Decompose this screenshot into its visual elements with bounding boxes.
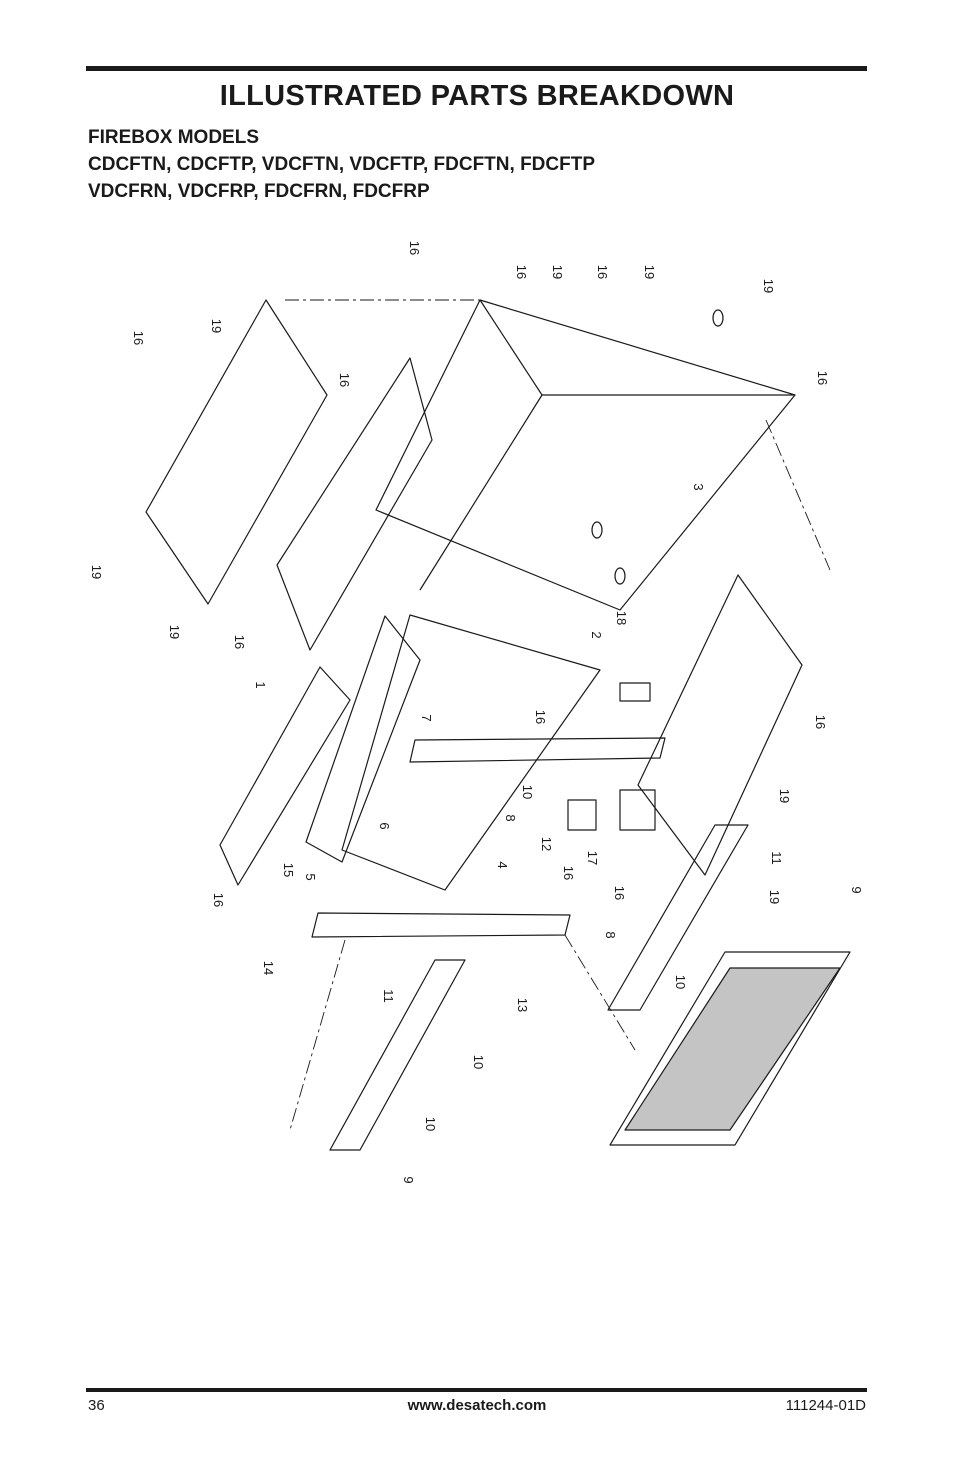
part-back-box-hole	[712, 309, 724, 327]
callout-label: 13	[515, 998, 530, 1012]
callout-label: 16	[131, 331, 146, 345]
website-link[interactable]: www.desatech.com	[407, 1397, 547, 1414]
callout-label: 16	[514, 265, 529, 279]
callout-group: 16 19 16 19 16 19 19 16 16 19 16 3 19 16…	[89, 241, 864, 1184]
subtitle-line: CDCFTN, CDCFTP, VDCFTN, VDCFTP, FDCFTN, …	[88, 154, 595, 175]
part-left-side-panel	[145, 299, 328, 605]
callout-label: 16	[612, 886, 627, 900]
callout-label: 19	[550, 265, 565, 279]
part-lower-panel	[341, 614, 601, 891]
part-glass	[624, 967, 841, 1131]
part-back-box-hole	[614, 567, 626, 585]
assembly-line	[564, 934, 636, 1051]
model-list: FIREBOX MODELS CDCFTN, CDCFTP, VDCFTN, V…	[88, 124, 595, 205]
part-strip-right	[607, 824, 749, 1011]
callout-label: 1	[253, 681, 268, 688]
part-back-box-edge	[479, 299, 543, 396]
callout-label: 16	[232, 635, 247, 649]
callout-label: 6	[377, 822, 392, 829]
part-top-baffle	[276, 357, 433, 651]
callout-label: 8	[603, 931, 618, 938]
callout-label: 10	[423, 1117, 438, 1131]
page-title: ILLUSTRATED PARTS BREAKDOWN	[219, 80, 735, 112]
callout-label: 2	[589, 631, 604, 638]
callout-label: 4	[495, 861, 510, 868]
callout-label: 19	[761, 279, 776, 293]
callout-label: 16	[407, 241, 422, 255]
callout-label: 8	[503, 814, 518, 821]
callout-label: 9	[849, 886, 864, 893]
page-number: 36	[88, 1397, 105, 1414]
callout-label: 19	[167, 625, 182, 639]
callout-label: 11	[381, 989, 396, 1003]
callout-label: 16	[533, 710, 548, 724]
callout-label: 5	[303, 873, 318, 880]
callout-label: 16	[561, 866, 576, 880]
callout-label: 10	[673, 975, 688, 989]
part-back-box-edge	[419, 394, 543, 591]
document-number: 111244-01D	[785, 1397, 866, 1414]
subtitle-line: FIREBOX MODELS	[88, 127, 260, 148]
assembly-line	[765, 419, 831, 571]
callout-label: 15	[281, 863, 296, 877]
part-right-panel	[637, 574, 803, 876]
callout-label: 3	[691, 483, 706, 490]
callout-label: 10	[520, 785, 535, 799]
callout-label: 19	[777, 789, 792, 803]
bottom-rule	[86, 1388, 867, 1392]
callout-label: 16	[211, 893, 226, 907]
callout-label: 10	[471, 1055, 486, 1069]
part-bracket	[619, 789, 656, 831]
callout-label: 19	[209, 319, 224, 333]
part-bottom-baffle	[219, 666, 351, 886]
callout-label: 16	[813, 715, 828, 729]
part-back-box	[375, 299, 796, 611]
callout-label: 16	[337, 373, 352, 387]
callout-label: 7	[419, 714, 434, 721]
part-glass-frame	[609, 951, 851, 1146]
callout-label: 9	[401, 1176, 416, 1183]
callout-label: 12	[539, 837, 554, 851]
parts-diagram: 16 19 16 19 16 19 19 16 16 19 16 3 19 16…	[89, 241, 864, 1184]
top-rule	[86, 66, 867, 71]
callout-label: 11	[769, 851, 784, 865]
callout-label: 19	[767, 890, 782, 904]
part-rail-upper	[409, 737, 666, 763]
callout-label: 18	[614, 611, 629, 625]
callout-label: 16	[815, 371, 830, 385]
callout-label: 19	[642, 265, 657, 279]
part-strip-left	[329, 959, 466, 1151]
subtitle-line: VDCFRN, VDCFRP, FDCFRN, FDCFRP	[88, 181, 430, 202]
part-rail-lower	[311, 912, 571, 938]
part-lower-panel	[305, 615, 421, 863]
part-bracket	[619, 682, 651, 702]
callout-label: 17	[585, 851, 600, 865]
part-bracket	[567, 799, 597, 831]
callout-label: 16	[595, 265, 610, 279]
assembly-line	[289, 939, 346, 1131]
part-back-box-hole	[591, 521, 603, 539]
callout-label: 19	[89, 565, 104, 579]
callout-label: 14	[261, 961, 276, 975]
